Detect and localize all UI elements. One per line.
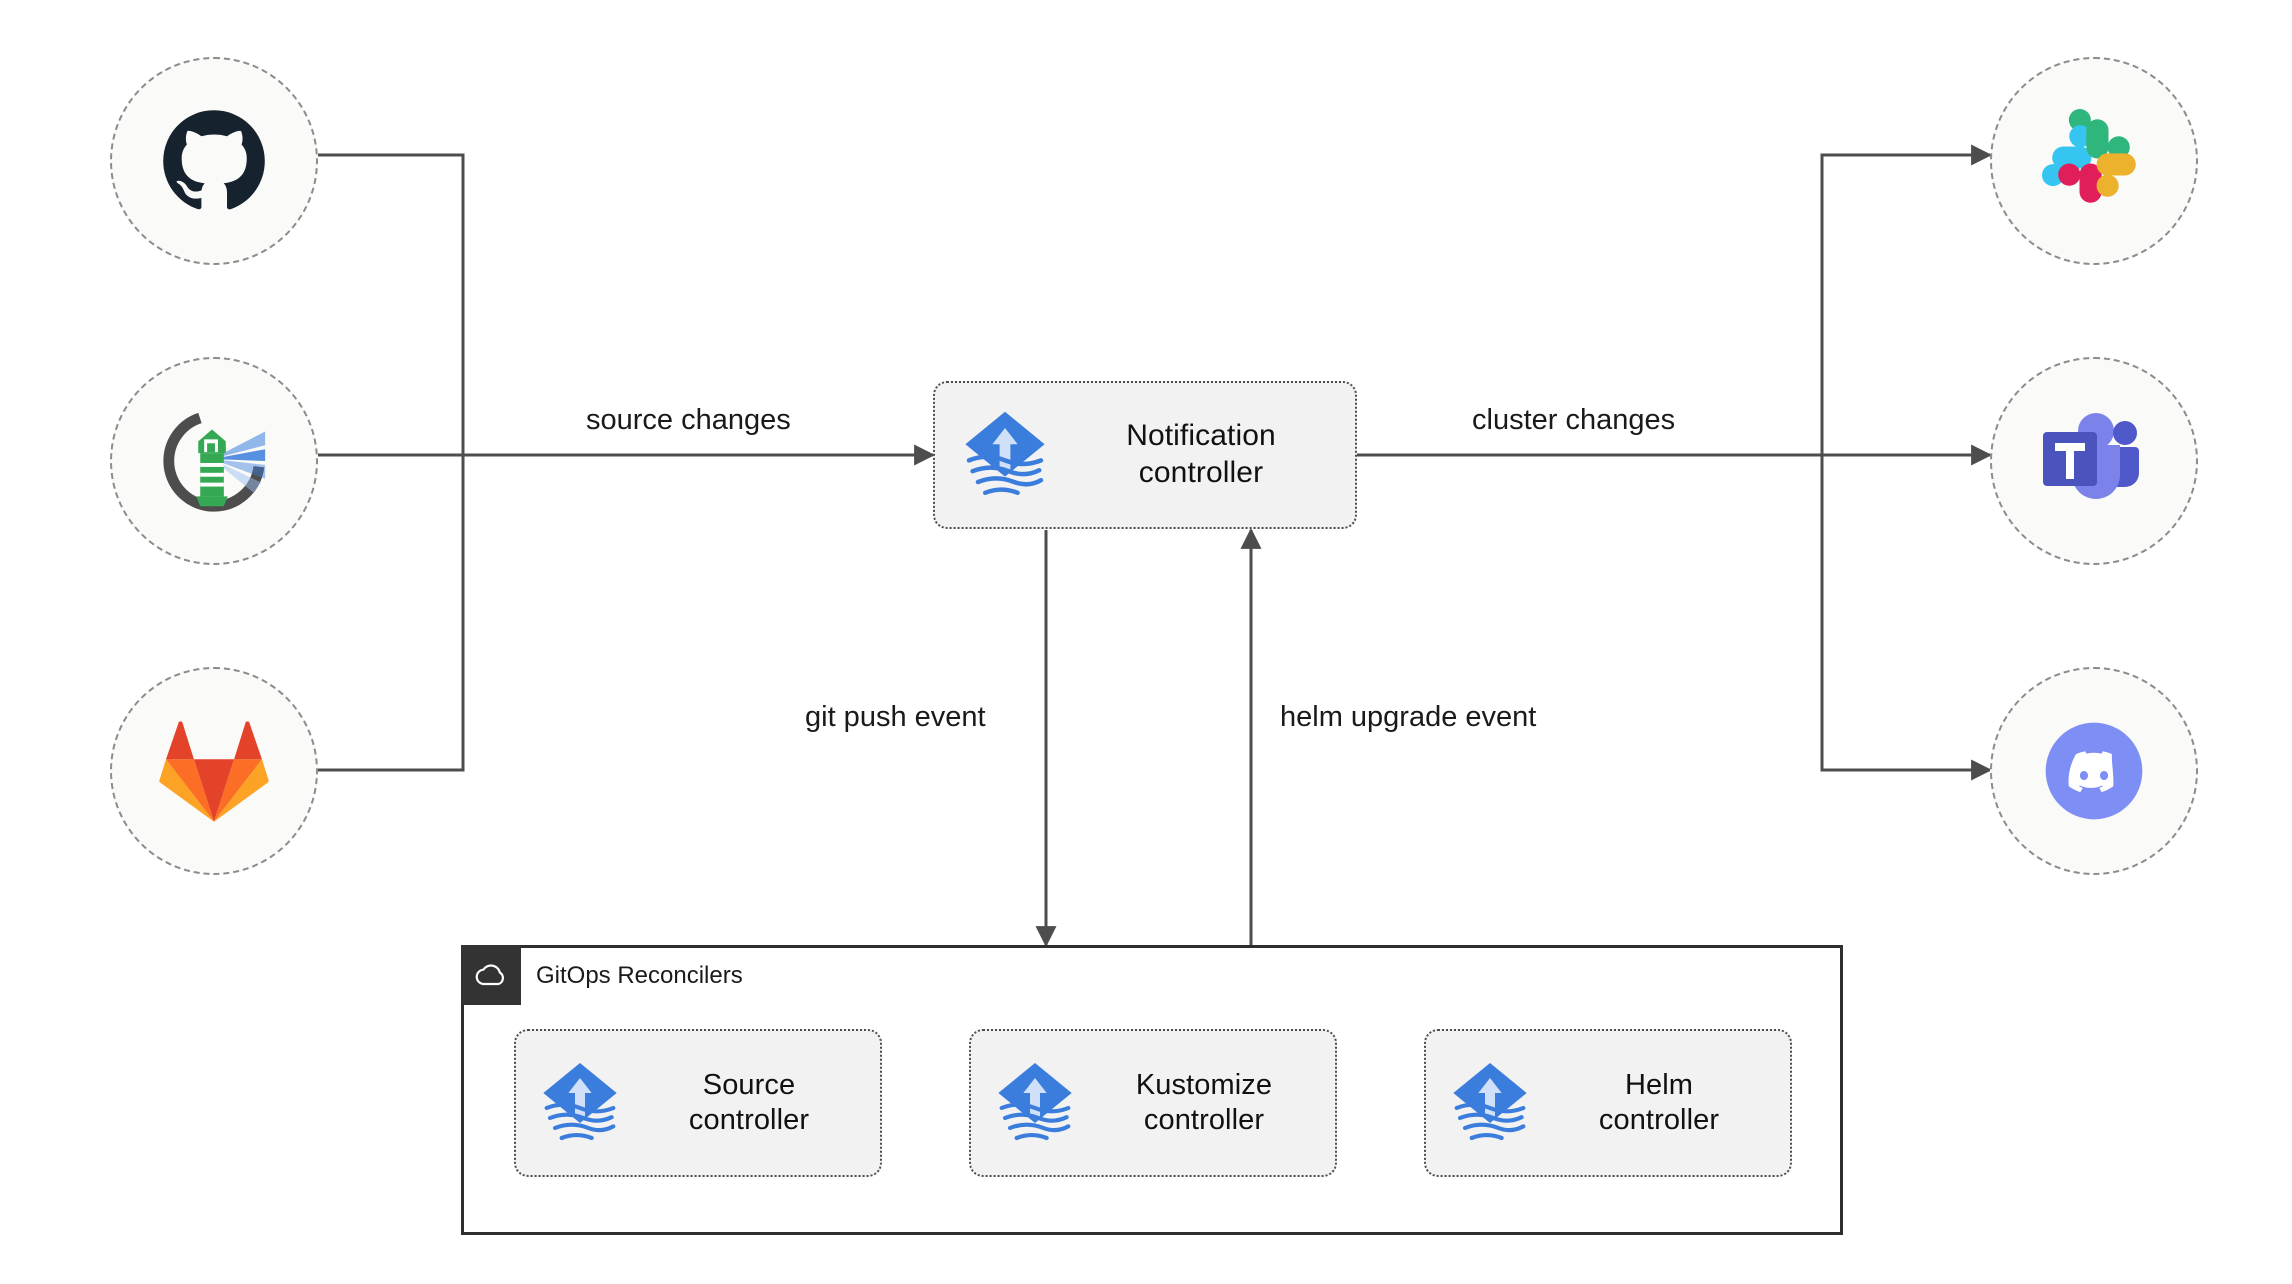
wire-trunk-to-discord bbox=[1820, 455, 1993, 781]
notification-controller-box[interactable]: Notification controller bbox=[933, 381, 1357, 529]
cloud-icon bbox=[475, 964, 504, 986]
helm-controller-box[interactable]: Helm controller bbox=[1424, 1029, 1792, 1177]
kustomize-controller-label: Kustomize controller bbox=[1135, 1068, 1273, 1136]
flux-icon bbox=[543, 1063, 617, 1141]
notification-controller-label: Notification controller bbox=[1126, 419, 1276, 489]
source-controller-label: Source controller bbox=[688, 1068, 810, 1136]
gitops-reconcilers-badge bbox=[461, 945, 521, 1005]
gitops-reconcilers-title: GitOps Reconcilers bbox=[536, 962, 743, 989]
target-node-slack[interactable] bbox=[1990, 57, 2198, 265]
source-node-gitlab[interactable] bbox=[110, 667, 318, 875]
github-icon bbox=[163, 110, 265, 210]
flux-icon bbox=[1453, 1063, 1527, 1141]
edge-label-helm-upgrade-event: helm upgrade event bbox=[1272, 701, 1545, 734]
source-controller-box[interactable]: Source controller bbox=[514, 1029, 882, 1177]
flux-icon bbox=[998, 1063, 1072, 1141]
discord-icon bbox=[2045, 722, 2143, 820]
flux-icon bbox=[965, 411, 1045, 496]
helm-controller-label: Helm controller bbox=[1598, 1068, 1720, 1136]
kustomize-controller-box[interactable]: Kustomize controller bbox=[969, 1029, 1337, 1177]
harbor-icon bbox=[163, 410, 266, 512]
wire-github-to-trunk bbox=[318, 153, 465, 455]
edge-label-cluster-changes: cluster changes bbox=[1464, 404, 1684, 437]
source-node-github[interactable] bbox=[110, 57, 318, 265]
wire-trunk-to-slack bbox=[1820, 144, 1993, 455]
edge-label-git-push-event: git push event bbox=[797, 701, 994, 734]
source-node-harbor[interactable] bbox=[110, 357, 318, 565]
wire-gitlab-to-trunk bbox=[318, 455, 465, 772]
microsoft-teams-icon bbox=[2043, 413, 2139, 499]
target-node-discord[interactable] bbox=[1990, 667, 2198, 875]
edge-label-source-changes: source changes bbox=[578, 404, 799, 437]
slack-icon bbox=[2042, 109, 2136, 203]
gitlab-icon bbox=[159, 721, 269, 822]
target-node-teams[interactable] bbox=[1990, 357, 2198, 565]
